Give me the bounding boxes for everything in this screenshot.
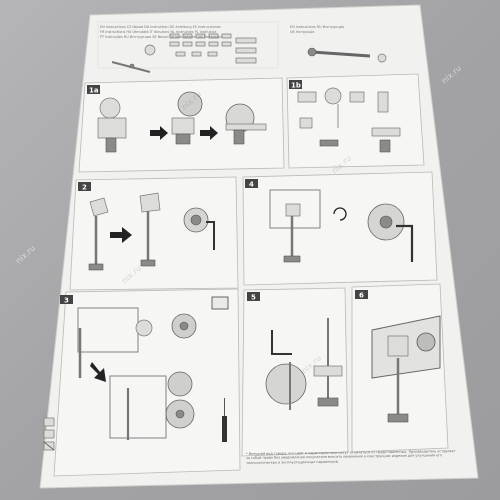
step-5-number: 5 xyxy=(251,294,256,302)
grommet-base-illustration xyxy=(297,87,401,153)
pole-assembly-illustration xyxy=(171,91,203,145)
step-5-panel xyxy=(241,287,349,457)
header-lang-line: FR Instructions HU Útmutató IT Istruzion… xyxy=(100,29,216,34)
monitor-rotate-illustration xyxy=(371,315,441,423)
clamp-arm-illustration xyxy=(111,44,156,73)
arrow-right-icon xyxy=(200,126,218,140)
step-4-panel xyxy=(242,171,438,286)
monitor-weight-icon xyxy=(211,296,229,310)
step-2-panel xyxy=(69,176,239,291)
arrow-down-icon xyxy=(90,362,106,382)
monitor-attached-illustration xyxy=(109,371,195,440)
step-6-number: 6 xyxy=(359,292,364,300)
step-1a-number: 1a xyxy=(89,87,99,95)
step-3-panel xyxy=(43,288,241,477)
arrow-right-icon xyxy=(110,227,132,243)
vesa-plate-illustration xyxy=(88,197,109,271)
arrow-right-icon xyxy=(150,126,168,140)
hardware-list-illustration xyxy=(169,33,257,64)
hex-key-detail-illustration xyxy=(183,207,215,250)
step-6-panel xyxy=(351,283,449,453)
monitor-mount-illustration xyxy=(77,307,197,378)
header-lang-line: EN Instructions CS Návod DA Instruktion … xyxy=(100,25,221,29)
screwdriver-icon xyxy=(222,398,227,442)
clamp-base-illustration xyxy=(97,97,127,153)
tool-warning-icons xyxy=(43,417,55,451)
monitor-arm-full-illustration xyxy=(307,47,387,63)
step-2-number: 2 xyxy=(82,184,87,192)
header-lang-line-right: UK Інструкція xyxy=(290,30,314,34)
header-lang-line-right: EN Instructions RU Инструкция xyxy=(290,25,344,29)
monitor-back-illustration xyxy=(269,189,321,263)
header-language-block xyxy=(97,21,387,73)
step-1b-number: 1b xyxy=(291,82,301,90)
step-1a-panel xyxy=(78,77,285,173)
step-4-number: 4 xyxy=(249,181,254,189)
pole-with-plate-illustration xyxy=(139,192,161,267)
clamp-mounted-illustration xyxy=(225,103,267,145)
header-lang-line: PT Instruções RU Инструкция SK Návod SV … xyxy=(100,35,222,39)
cable-clip-illustration xyxy=(265,318,343,410)
hex-key-detail-illustration xyxy=(367,203,414,262)
step-3-number: 3 xyxy=(64,297,69,305)
rotate-arrow-icon xyxy=(333,207,347,221)
step-1b-panel xyxy=(286,73,425,169)
